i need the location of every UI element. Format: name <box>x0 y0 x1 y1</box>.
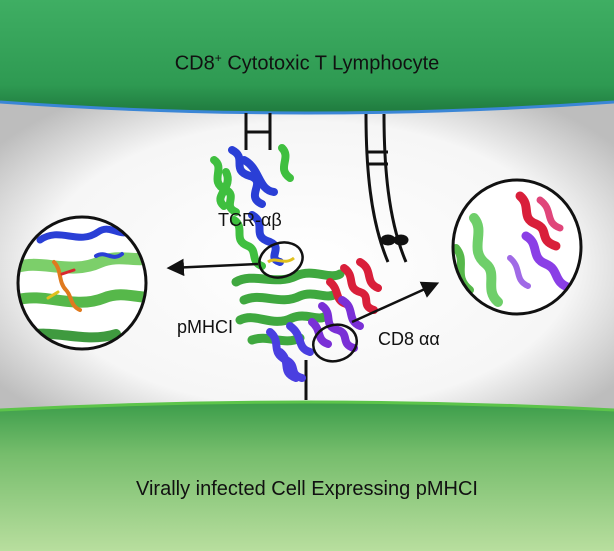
arrow-to-left-zoom <box>166 258 259 277</box>
infected-cell-membrane <box>0 400 614 412</box>
cd8-contact-circle <box>311 323 359 363</box>
tcr-stalks <box>244 113 272 150</box>
pmhci-molecule <box>231 268 345 346</box>
cd8-stalks <box>364 113 409 263</box>
t-cell-label-rest: Cytotoxic T Lymphocyte <box>221 52 440 75</box>
t-cell-label-sup: + <box>214 51 222 65</box>
right-zoom-inset <box>451 178 583 316</box>
t-cell-body <box>0 0 614 113</box>
tcr-label: TCR-αβ <box>218 210 282 230</box>
infected-cell-label: Virally infected Cell Expressing pMHCI <box>136 478 478 500</box>
t-cell-label: CD8+ Cytotoxic T Lymphocyte <box>0 51 614 76</box>
mhc-alpha3-domain <box>266 322 314 382</box>
cd8-label: CD8 αα <box>378 329 440 349</box>
tcr-alpha-chain <box>228 146 284 266</box>
arrow-to-right-zoom <box>351 281 440 324</box>
tcr-beta-chain <box>210 144 294 270</box>
binding-site-circle <box>258 241 304 279</box>
pmhci-label: pMHCI <box>177 317 234 337</box>
peptide-in-groove <box>267 256 295 264</box>
left-zoom-inset <box>16 215 148 351</box>
infected-cell-body <box>0 402 614 551</box>
t-cell-membrane <box>0 100 614 115</box>
t-cell-label-main: CD8 <box>174 52 215 75</box>
cd8-alpha-2 <box>308 296 364 352</box>
